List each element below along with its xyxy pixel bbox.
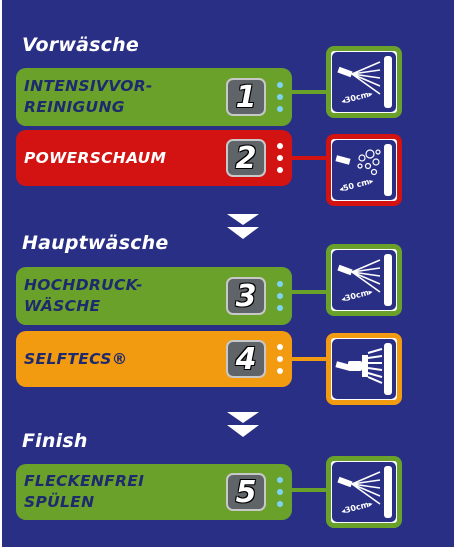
- svg-text:◂50 cm▸: ◂50 cm▸: [338, 176, 374, 194]
- program-2-connector: [292, 156, 328, 160]
- spray-nozzle-icon: ◂30cm▸: [337, 466, 392, 518]
- program-1-button[interactable]: INTENSIVVOR- REINIGUNG 1: [16, 68, 292, 126]
- program-3-number: 3: [226, 277, 266, 315]
- program-4-number: 4: [226, 340, 266, 378]
- program-3-connector: [292, 290, 328, 294]
- program-4-indicator-dots: [276, 344, 284, 380]
- program-1-number: 1: [226, 78, 266, 116]
- svg-text:◂30cm▸: ◂30cm▸: [340, 499, 373, 516]
- program-2-button[interactable]: POWERSCHAUM 2: [16, 130, 292, 186]
- spray-nozzle-icon: ◂30cm▸: [337, 56, 392, 108]
- program-2-indicator-dots: [276, 143, 284, 179]
- spray-nozzle-icon: ◂30cm▸: [337, 254, 392, 306]
- program-3-icon-button[interactable]: ◂30cm▸: [326, 244, 402, 316]
- svg-text:◂30cm▸: ◂30cm▸: [340, 287, 373, 304]
- chevron-down-icon: [227, 412, 259, 437]
- program-4-icon-button[interactable]: [326, 333, 402, 405]
- program-5-icon-button[interactable]: ◂30cm▸: [326, 456, 402, 528]
- section-title-finish: Finish: [22, 430, 88, 452]
- program-3-indicator-dots: [276, 281, 284, 317]
- program-4-button[interactable]: SELFTECS® 4: [16, 331, 292, 387]
- program-5-button[interactable]: FLECKENFREI SPÜLEN 5: [16, 464, 292, 520]
- program-4-connector: [292, 357, 328, 361]
- program-2-icon-button[interactable]: ◂50 cm▸: [326, 134, 402, 206]
- program-2-label: POWERSCHAUM: [24, 148, 167, 167]
- program-5-connector: [292, 488, 328, 492]
- program-1-label: INTENSIVVOR- REINIGUNG: [24, 77, 153, 116]
- program-5-number: 5: [226, 473, 266, 511]
- program-5-indicator-dots: [276, 477, 284, 513]
- program-5-label: FLECKENFREI SPÜLEN: [24, 472, 145, 511]
- program-1-connector: [292, 90, 328, 94]
- section-title-mainwash: Hauptwäsche: [22, 232, 169, 254]
- program-3-button[interactable]: HOCHDRUCK- WÄSCHE 3: [16, 267, 292, 325]
- program-1-indicator-dots: [276, 82, 284, 118]
- svg-text:◂30cm▸: ◂30cm▸: [340, 89, 373, 106]
- foam-nozzle-icon: ◂50 cm▸: [335, 144, 392, 196]
- chevron-down-icon: [227, 214, 259, 239]
- section-title-prewash: Vorwäsche: [22, 34, 139, 56]
- program-1-icon-button[interactable]: ◂30cm▸: [326, 46, 402, 118]
- brush-icon: [335, 343, 392, 395]
- program-2-number: 2: [226, 139, 266, 177]
- program-3-label: HOCHDRUCK- WÄSCHE: [24, 276, 143, 315]
- program-4-label: SELFTECS®: [24, 349, 128, 368]
